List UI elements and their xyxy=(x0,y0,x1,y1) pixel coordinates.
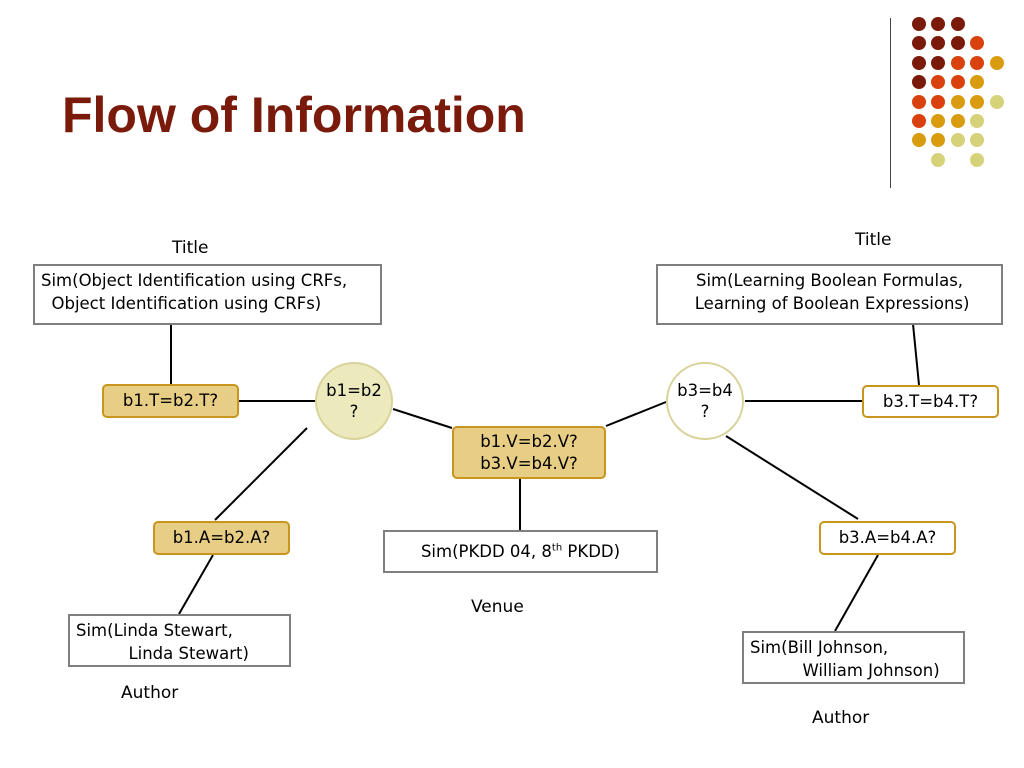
match-node-b1-b2: b1=b2 ? xyxy=(315,362,393,440)
title-label-left: Title xyxy=(172,238,209,258)
decorative-dot xyxy=(950,94,965,109)
link-venue-cond-to-match-b3 xyxy=(605,401,667,427)
decorative-dot xyxy=(989,55,1004,70)
decorative-dot xyxy=(931,152,946,167)
decorative-dot xyxy=(970,114,985,128)
venue-sim-prefix: Sim(PKDD 04, 8 xyxy=(420,542,552,561)
venue-label: Venue xyxy=(471,597,524,617)
title-label-right: Title xyxy=(855,230,892,250)
decorative-dot xyxy=(931,55,946,70)
decorative-dot xyxy=(912,17,926,31)
author-similarity-box-left: Sim(Linda Stewart, Linda Stewart) xyxy=(68,614,291,667)
decorative-dot xyxy=(931,114,946,128)
condition-venue: b1.V=b2.V? b3.V=b4.V? xyxy=(452,426,606,479)
decorative-dot xyxy=(931,94,946,109)
decorative-dot xyxy=(912,114,926,128)
decorative-dot xyxy=(912,75,926,90)
venue-similarity-box: Sim(PKDD 04, 8th PKDD) xyxy=(383,530,658,573)
author-label-right: Author xyxy=(812,708,870,728)
decorative-dot xyxy=(912,36,926,51)
slide-title: Flow of Information xyxy=(62,87,526,143)
decorative-dot xyxy=(950,17,965,31)
decorative-dot xyxy=(931,133,946,148)
decorative-dot xyxy=(989,94,1004,109)
link-cond-author-right-to-author-right xyxy=(834,554,879,632)
decorative-dot xyxy=(950,114,965,128)
condition-b3-title: b3.T=b4.T? xyxy=(862,385,999,418)
decorative-dot xyxy=(970,94,985,109)
decorative-dot xyxy=(970,36,985,51)
condition-b1-author: b1.A=b2.A? xyxy=(153,521,290,555)
author-label-left: Author xyxy=(121,683,179,703)
title-similarity-box-right: Sim(Learning Boolean Formulas, Learning … xyxy=(656,264,1003,325)
decorative-dot xyxy=(950,75,965,90)
decorative-dot xyxy=(950,36,965,51)
decorative-dot xyxy=(912,55,926,70)
decorative-divider xyxy=(890,18,891,188)
decorative-dot xyxy=(931,17,946,31)
author-similarity-box-right: Sim(Bill Johnson, William Johnson) xyxy=(742,631,965,684)
decorative-dot xyxy=(950,133,965,148)
match-node-b3-b4: b3=b4 ? xyxy=(666,362,744,440)
link-match-b1-to-venue-cond xyxy=(392,408,453,429)
link-match-b1-to-cond-author xyxy=(214,427,308,521)
decorative-dot xyxy=(931,75,946,90)
title-similarity-box-left: Sim(Object Identification using CRFs, Ob… xyxy=(33,264,382,325)
decorative-dot xyxy=(912,94,926,109)
link-match-b3-to-cond-author-right xyxy=(725,435,859,520)
link-cond-author-to-author-left xyxy=(178,554,214,615)
link-cond-title-right-to-title-right xyxy=(912,323,920,386)
decorative-dot xyxy=(970,152,985,167)
decorative-dot xyxy=(970,55,985,70)
venue-sim-suffix: PKDD) xyxy=(562,542,621,561)
decorative-dot xyxy=(912,133,926,148)
decorative-dot xyxy=(931,36,946,51)
decorative-dot xyxy=(970,133,985,148)
condition-b3-author: b3.A=b4.A? xyxy=(819,521,956,555)
condition-b1-title: b1.T=b2.T? xyxy=(102,384,239,418)
decorative-dot xyxy=(950,55,965,70)
venue-sim-superscript: th xyxy=(551,542,563,554)
decorative-dot xyxy=(970,75,985,90)
